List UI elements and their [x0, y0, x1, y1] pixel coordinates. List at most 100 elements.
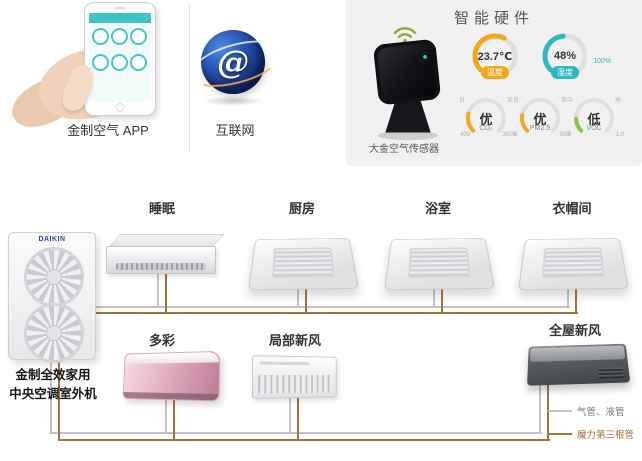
daikin-logo: DAIKIN: [38, 236, 66, 243]
internet-label: 互联网: [215, 123, 255, 138]
app-dial-grid: [89, 23, 151, 81]
app-label: 金制空气 APP: [67, 123, 149, 138]
gauge-min: 0: [514, 132, 518, 138]
app-dial-icon: [92, 54, 109, 71]
phone-app-screen: [89, 13, 151, 102]
pipe-brown-trunk-top: [94, 312, 578, 314]
pipe-gray-trunk-top: [94, 306, 570, 308]
panel-title: 智能硬件: [453, 10, 534, 27]
pipe-gray-riser-freshlocal: [289, 394, 291, 432]
legend-label: 魔力第三根管: [577, 430, 635, 441]
gauge-unit-chip: 温度: [481, 66, 509, 79]
gauge-label: VOC: [586, 125, 602, 132]
gauge-arc: [466, 98, 506, 133]
fan-icon-bottom: [24, 303, 84, 363]
pipe-gray-riser-colorful: [165, 396, 167, 432]
pipe-brown-riser-colorful: [173, 396, 175, 439]
gauge-segment-left: 良: [459, 98, 466, 104]
legend-item-third-pipe: 魔力第三根管: [548, 427, 634, 441]
pipe-brown-riser-kitchen: [305, 278, 307, 312]
outdoor-label-line1: 金制全效家用: [15, 368, 91, 382]
gauge-co2: 优 CO₂ 400 3000 良 差: [458, 94, 516, 146]
gauge-value: 23.7℃: [477, 51, 513, 63]
gauge-aux-label: 100%: [593, 58, 611, 65]
gauge-max: 3000: [502, 132, 516, 138]
gauge-min: 0: [568, 132, 572, 138]
room-label-bath: 浴室: [424, 201, 451, 216]
app-dial-icon: [130, 28, 147, 45]
cassette-unit-cloakroom: [518, 238, 630, 291]
pipe-brown-outdoor-drop: [58, 356, 60, 439]
label-fresh-air-local: 局部新风: [268, 333, 321, 348]
label-colorful: 多彩: [148, 333, 175, 348]
app-header-bar: [89, 13, 151, 23]
pipe-gray-outdoor-drop: [50, 356, 52, 432]
gauge-segment-right: 差: [560, 98, 567, 104]
sensor-label: 大金空气传感器: [369, 144, 439, 155]
smartphone: [84, 2, 156, 116]
fresh-air-unit-whole-house: [527, 343, 631, 386]
gauge-arc: [574, 98, 614, 133]
divider-line: [189, 4, 190, 152]
gas-liquid-pipe-swatch: [548, 410, 572, 412]
gauge-value: 优: [533, 112, 547, 127]
gauge-value: 48%: [553, 50, 577, 62]
pipe-gray-trunk-bottom: [50, 432, 542, 434]
third-pipe-swatch: [548, 433, 572, 435]
outdoor-unit-label: 金制全效家用 中央空调室外机: [0, 366, 109, 404]
duct-unit-front-face: [106, 246, 216, 274]
pipe-brown-riser-freshlocal: [297, 394, 299, 439]
gauge-unit-chip: 湿度: [551, 66, 579, 79]
gauge-max: 500: [559, 132, 570, 138]
gauge-arc: [542, 33, 588, 73]
air-sensor-device: [373, 39, 441, 141]
at-symbol: @: [217, 43, 249, 81]
pipe-brown-trunk-bottom: [58, 439, 550, 441]
fan-icon-top: [24, 247, 84, 307]
gauge-value: 低: [587, 112, 601, 127]
pipe-gray-riser-cloak: [567, 278, 569, 306]
gauge-min: 400: [460, 132, 471, 138]
gauge-arc: [520, 98, 560, 133]
room-label-sleep: 睡眠: [148, 201, 175, 216]
cassette-unit-kitchen: [248, 238, 360, 291]
phone-earpiece: [114, 7, 126, 9]
app-dial-icon: [92, 28, 109, 45]
room-label-cloakroom: 衣帽间: [552, 201, 592, 216]
gauge-label: CO₂: [479, 125, 493, 132]
legend-label: 气管、液管: [577, 407, 625, 418]
cassette-unit-bath: [384, 238, 496, 291]
smart-hardware-panel: 智能硬件 大金空气传感器 23.7℃ 温度: [346, 0, 642, 166]
globe-shadow: [203, 96, 263, 106]
wall-unit-colorful: [122, 350, 221, 402]
gauge-label: PM2.5: [529, 125, 551, 132]
gauge-segment-left: 良: [513, 98, 520, 104]
gauge-arc: [472, 33, 518, 73]
internet-globe-icon: @: [201, 30, 265, 94]
wifi-icon: [393, 27, 417, 43]
outdoor-label-line2: 中央空调室外机: [9, 386, 97, 401]
gauge-value: 优: [479, 112, 493, 127]
duct-unit-sleep: [106, 234, 225, 278]
gauge-voc: 低 VOC 0 1.0 中 高: [566, 94, 624, 146]
gauge-max: 1.0: [615, 132, 624, 138]
pipe-gray-riser-freshwhole: [539, 382, 541, 432]
gauge-humidity: 48% 湿度 100%: [532, 30, 611, 86]
phone-home-button: [115, 103, 125, 112]
legend-item-gas-liquid-pipe: 气管、液管: [548, 404, 634, 418]
pipe-gray-riser-bath: [433, 278, 435, 306]
label-fresh-air-whole-house: 全屋新风: [548, 323, 601, 338]
pipe-brown-riser-bath: [441, 278, 443, 312]
legend: 气管、液管 魔力第三根管: [548, 404, 634, 450]
fresh-air-unit-local: [251, 355, 337, 399]
pipe-gray-riser-sleep: [157, 266, 159, 306]
pipe-brown-riser-cloak: [575, 278, 577, 312]
gauge-segment-left: 中: [567, 98, 574, 104]
gauge-temperature: 23.7℃ 温度: [462, 30, 528, 86]
app-dial-icon: [111, 54, 128, 71]
gauge-segment-right: 高: [614, 98, 621, 104]
app-dial-icon: [111, 28, 128, 45]
pipe-brown-riser-sleep: [165, 266, 167, 312]
room-label-kitchen: 厨房: [288, 201, 315, 216]
